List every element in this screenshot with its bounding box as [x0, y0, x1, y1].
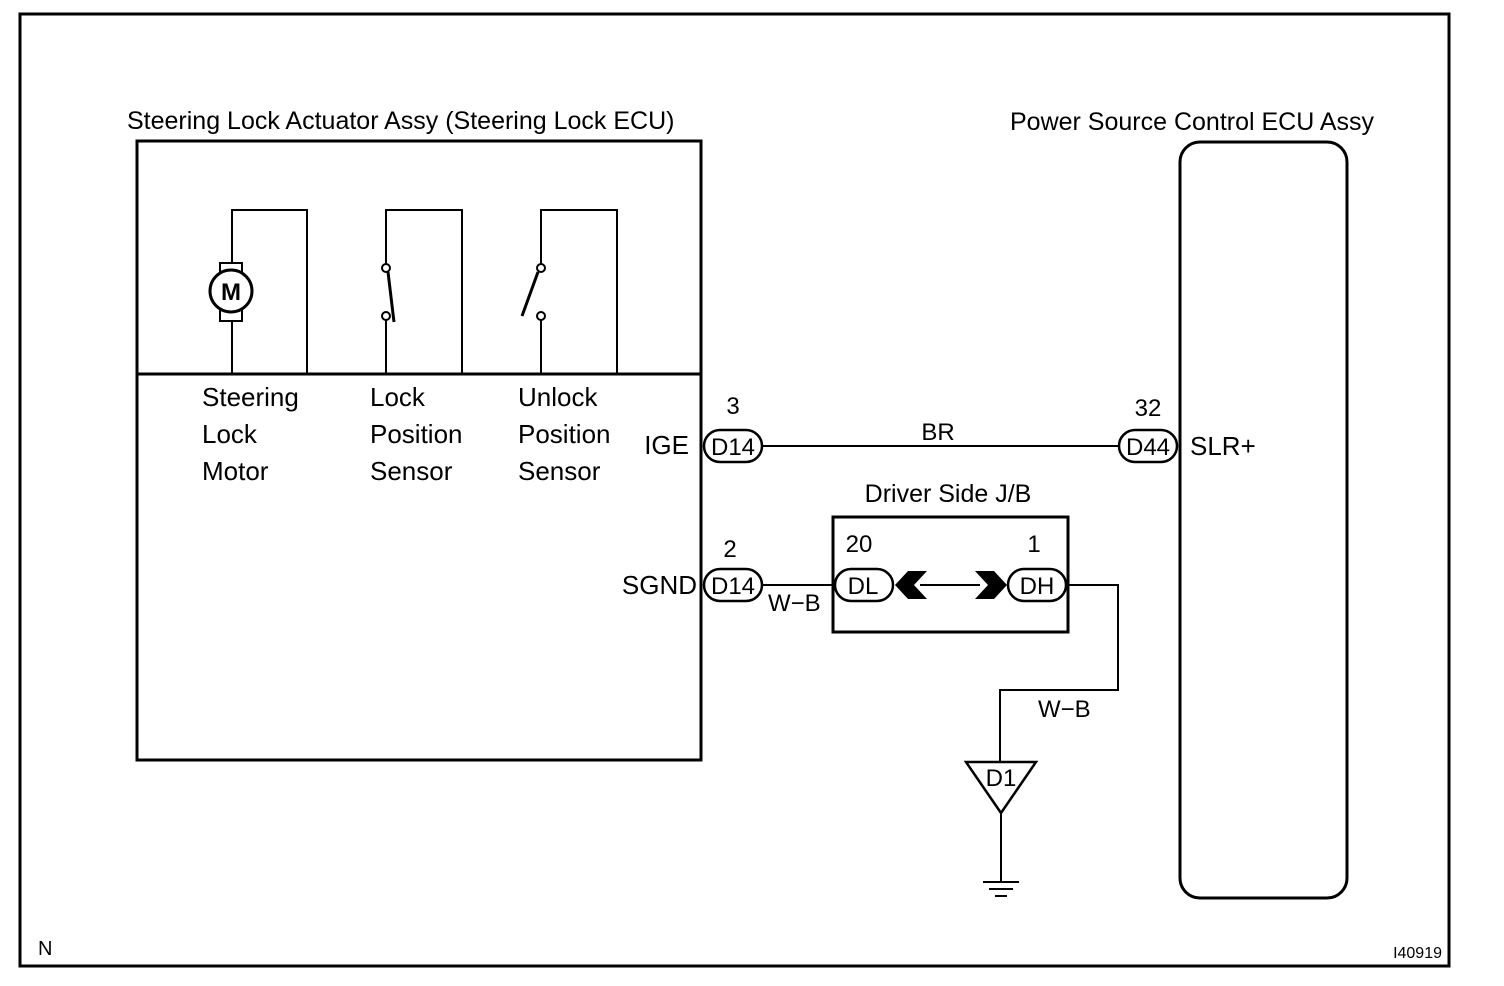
ground-icon	[983, 813, 1019, 897]
right-ecu-title: Power Source Control ECU Assy	[1010, 108, 1375, 136]
sgnd-terminal-name: SGND	[622, 570, 697, 600]
unlock-sensor-label-3: Sensor	[518, 456, 601, 486]
jb-left-chevron	[895, 571, 927, 599]
lock-sensor-label-3: Sensor	[370, 456, 453, 486]
wire-br-label: BR	[921, 419, 954, 446]
connector-dh-label: DH	[1020, 573, 1055, 600]
wire-wb2-label: W−B	[1038, 696, 1091, 723]
connector-d44-label: D44	[1126, 434, 1170, 461]
left-ecu-title: Steering Lock Actuator Assy (Steering Lo…	[127, 107, 674, 135]
connector-d14-sgnd-label: D14	[711, 573, 755, 600]
ige-terminal-name: IGE	[644, 430, 689, 460]
motor-label-3: Motor	[202, 456, 269, 486]
unlock-position-sensor-switch	[520, 209, 618, 374]
connector-d14-ige	[702, 428, 764, 464]
dl-pin: 20	[846, 531, 873, 558]
lock-sensor-label-2: Position	[370, 419, 463, 449]
connector-dl	[833, 567, 895, 603]
motor-label-2: Lock	[202, 419, 258, 449]
wire-wb-ground	[999, 584, 1119, 762]
ige-pin: 3	[726, 393, 739, 420]
unlock-sensor-label-1: Unlock	[518, 382, 598, 412]
footer-left-code: N	[38, 938, 52, 960]
connector-d14-ige-label: D14	[711, 434, 755, 461]
lock-sensor-label-1: Lock	[370, 382, 426, 412]
ground-point-d1	[963, 760, 1039, 816]
steering-lock-motor	[208, 209, 308, 374]
right-ecu-box	[1178, 140, 1349, 900]
connector-dl-label: DL	[848, 573, 879, 600]
left-ecu-box	[135, 139, 703, 762]
slr-pin: 32	[1135, 395, 1162, 422]
figure-id: I40919	[1393, 945, 1442, 962]
junction-box-title: Driver Side J/B	[865, 480, 1032, 508]
junction-box	[831, 515, 1070, 634]
ground-point-label: D1	[986, 765, 1017, 792]
dh-pin: 1	[1027, 531, 1040, 558]
sgnd-pin: 2	[723, 536, 736, 563]
unlock-sensor-label-2: Position	[518, 419, 611, 449]
connector-d44	[1117, 428, 1179, 464]
motor-symbol: M	[221, 279, 241, 306]
jb-right-chevron	[975, 571, 1007, 599]
lock-position-sensor-switch	[381, 209, 463, 374]
motor-label-1: Steering	[202, 382, 299, 412]
wire-wb1-label: W−B	[768, 590, 821, 617]
slr-terminal-name: SLR+	[1190, 431, 1256, 461]
component-labels: Steering Lock Motor Lock Position Sensor…	[202, 382, 611, 486]
page-frame	[18, 12, 1451, 968]
